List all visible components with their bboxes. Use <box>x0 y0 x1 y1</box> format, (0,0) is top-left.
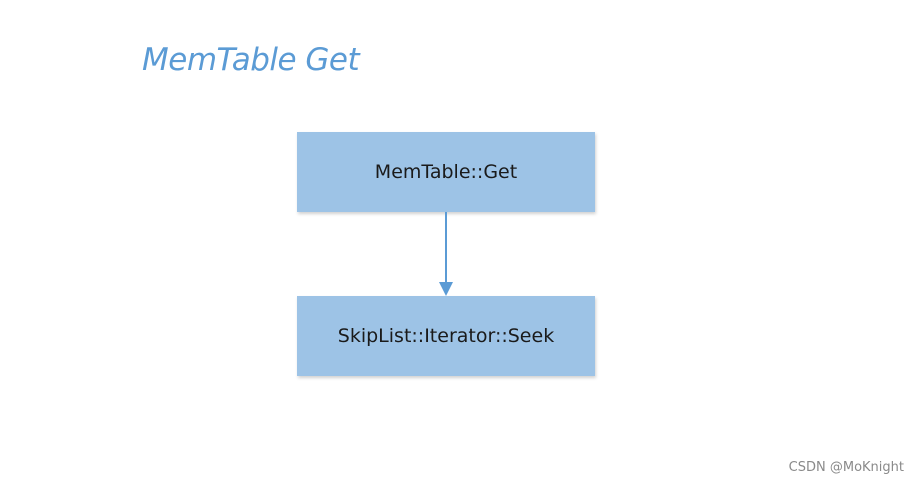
watermark: CSDN @MoKnight <box>788 460 904 475</box>
node-skiplist-seek: SkipList::Iterator::Seek <box>297 296 595 376</box>
arrowhead <box>439 282 453 296</box>
node-label: SkipList::Iterator::Seek <box>337 325 555 347</box>
node-label: MemTable::Get <box>374 161 518 183</box>
node-memtable-get: MemTable::Get <box>297 132 595 212</box>
diagram-title: MemTable Get <box>142 42 360 78</box>
